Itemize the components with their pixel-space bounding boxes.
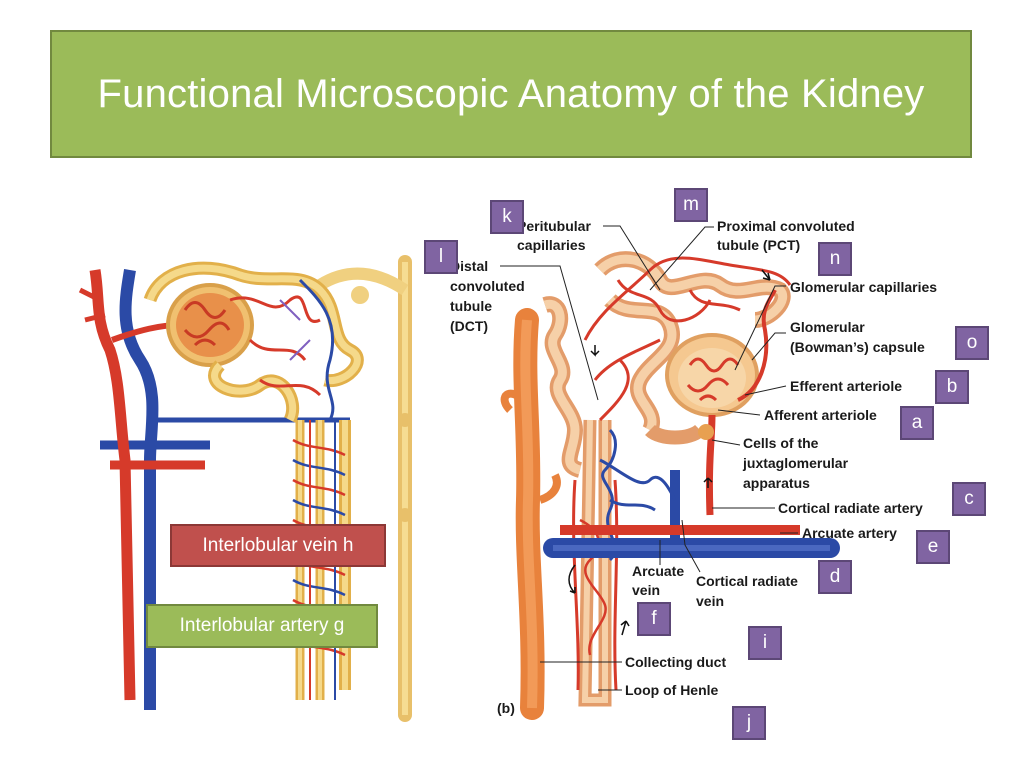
label-collecting-duct: Collecting duct	[625, 654, 726, 670]
label-dct-3: tubule	[450, 298, 492, 314]
label-jga-3: apparatus	[743, 475, 810, 491]
letter-box-c: c	[952, 482, 986, 516]
label-peritubular-2: capillaries	[517, 237, 586, 253]
label-arcuate-vein-2: vein	[632, 582, 660, 598]
letter-box-i: i	[748, 626, 782, 660]
label-peritubular-1: Peritubular	[517, 218, 591, 234]
letter-box-l: l	[424, 240, 458, 274]
label-dct-2: convoluted	[450, 278, 525, 294]
label-efferent-arteriole: Efferent arteriole	[790, 378, 902, 394]
right-nephron-diagram: Peritubular capillaries Proximal convolu…	[450, 218, 937, 720]
title-bar: Functional Microscopic Anatomy of the Ki…	[50, 30, 972, 158]
label-glomerular-capillaries: Glomerular capillaries	[790, 279, 937, 295]
label-afferent-arteriole: Afferent arteriole	[764, 407, 877, 423]
label-arcuate-artery: Arcuate artery	[802, 525, 897, 541]
label-capsule-1: Glomerular	[790, 319, 865, 335]
letter-box-d: d	[818, 560, 852, 594]
letter-box-o: o	[955, 326, 989, 360]
letter-box-k: k	[490, 200, 524, 234]
label-pct-2: tubule (PCT)	[717, 237, 800, 253]
letter-box-a: a	[900, 406, 934, 440]
letter-box-e: e	[916, 530, 950, 564]
letter-box-j: j	[732, 706, 766, 740]
label-cortical-radiate-vein-1: Cortical radiate	[696, 573, 798, 589]
label-arcuate-vein-1: Arcuate	[632, 563, 684, 579]
label-dct-4: (DCT)	[450, 318, 488, 334]
label-cortical-radiate-vein-2: vein	[696, 593, 724, 609]
label-loop-of-henle: Loop of Henle	[625, 682, 719, 698]
letter-box-f: f	[637, 602, 671, 636]
interlobular-vein-label: Interlobular vein h	[170, 524, 386, 567]
label-cortical-radiate-artery: Cortical radiate artery	[778, 500, 923, 516]
slide-title: Functional Microscopic Anatomy of the Ki…	[97, 71, 925, 116]
letter-box-m: m	[674, 188, 708, 222]
interlobular-artery-label: Interlobular artery g	[146, 604, 378, 648]
label-dct-1: Distal	[450, 258, 488, 274]
label-capsule-2: (Bowman’s) capsule	[790, 339, 925, 355]
letter-box-n: n	[818, 242, 852, 276]
label-jga-1: Cells of the	[743, 435, 819, 451]
label-panel-b: (b)	[497, 700, 515, 716]
letter-box-b: b	[935, 370, 969, 404]
label-jga-2: juxtaglomerular	[742, 455, 849, 471]
label-pct-1: Proximal convoluted	[717, 218, 855, 234]
